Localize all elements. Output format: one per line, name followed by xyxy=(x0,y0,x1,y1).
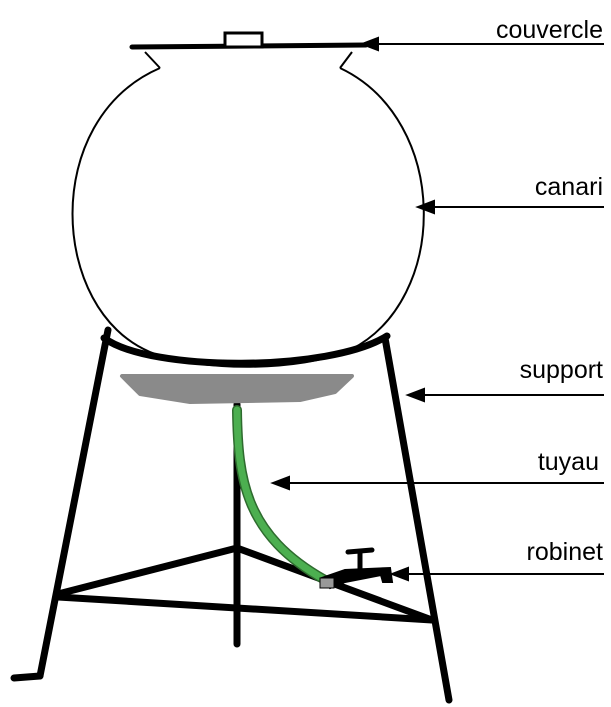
basin xyxy=(120,374,354,404)
stand-leg-left-foot xyxy=(10,672,44,682)
jar-neck-right xyxy=(339,51,353,69)
arrow-lid-head xyxy=(359,36,379,52)
label-jar: canari xyxy=(535,173,603,201)
arrow-jar-head xyxy=(415,199,435,215)
jar-neck-left xyxy=(144,51,161,69)
tap-handle xyxy=(345,547,375,555)
arrow-pipe-head xyxy=(270,475,290,491)
arrow-stand xyxy=(405,387,604,403)
lid-knob xyxy=(223,31,264,49)
lid xyxy=(129,31,369,50)
stand-crossbar-back-left xyxy=(54,544,241,598)
pipe xyxy=(232,405,330,585)
stand-crossbar-front xyxy=(54,593,436,624)
arrow-tap xyxy=(389,566,604,582)
tap xyxy=(319,547,394,590)
leader-arrows xyxy=(270,36,604,582)
arrow-lid xyxy=(359,36,604,52)
tap-outlet xyxy=(319,577,335,589)
stand-leg-left xyxy=(36,326,112,680)
arrow-stand-head xyxy=(405,387,425,403)
pipe-fill xyxy=(233,406,329,584)
stand-ring xyxy=(100,332,391,367)
jar xyxy=(71,51,425,368)
jar-body xyxy=(71,67,425,368)
label-lid: couvercle xyxy=(496,16,603,44)
arrow-tap-head xyxy=(389,566,409,582)
stand-leg-right xyxy=(381,334,453,704)
label-pipe: tuyau xyxy=(538,448,599,476)
label-stand: support xyxy=(520,356,603,384)
label-tap: robinet xyxy=(527,538,603,566)
arrow-jar xyxy=(415,199,604,215)
arrow-pipe xyxy=(270,475,604,491)
